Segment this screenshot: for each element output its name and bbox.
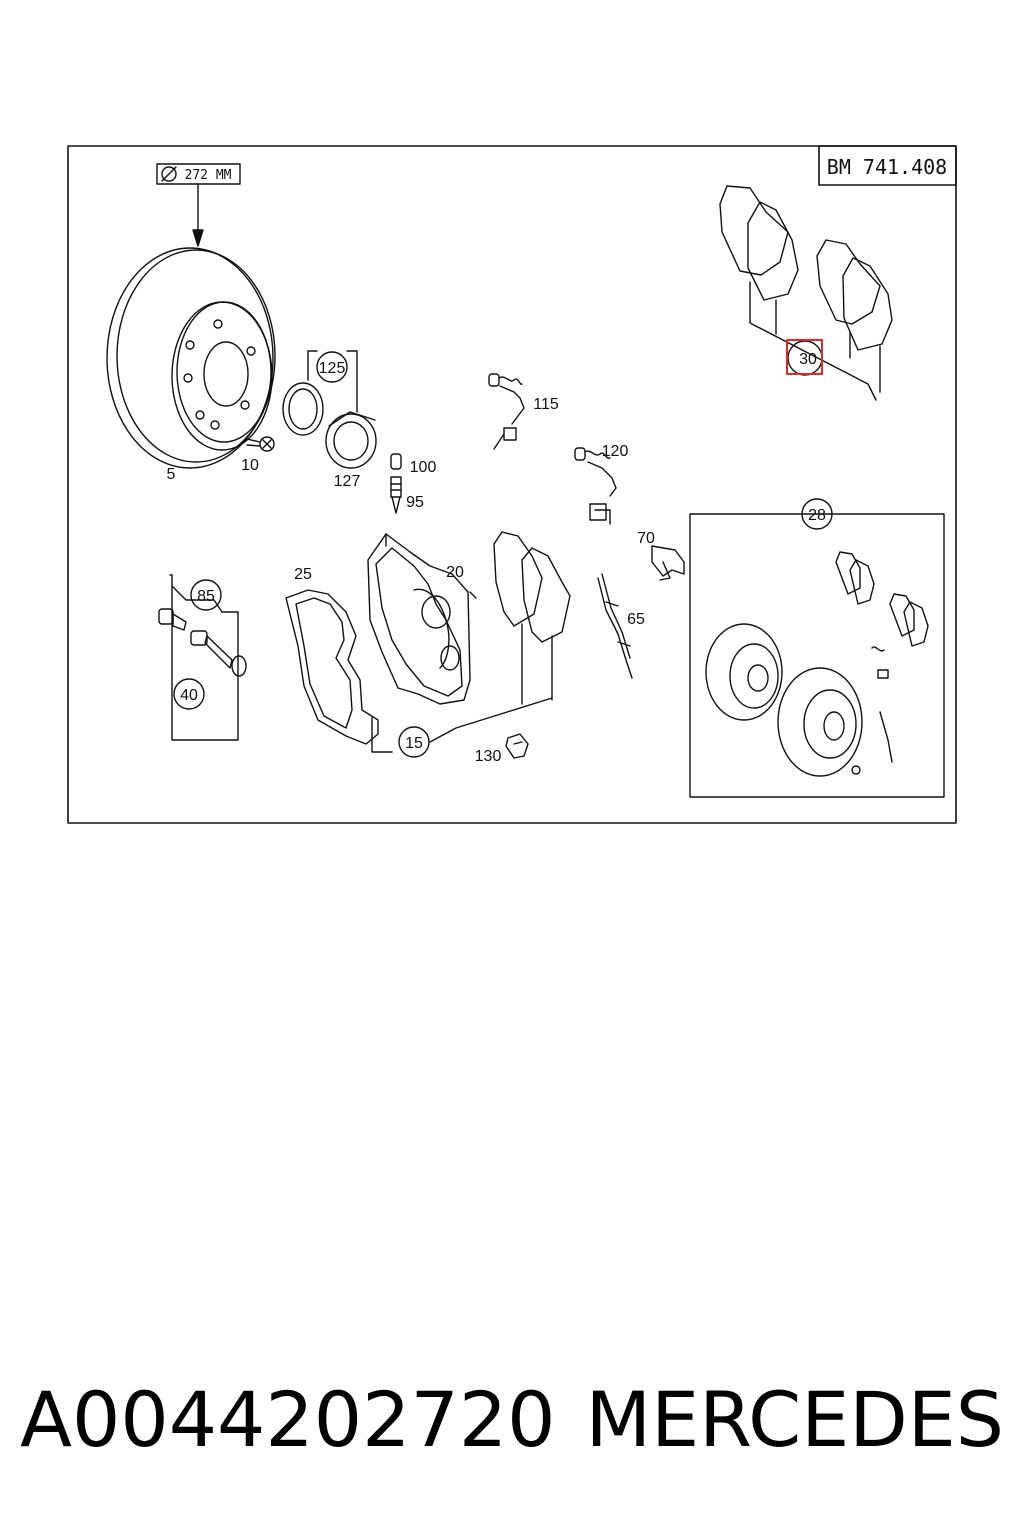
label-bracket: 25 [294,566,312,583]
bleeder-screw [390,476,402,514]
inset-kit-28 [689,513,945,798]
caliper-bracket-25 [285,589,379,745]
label-disc: 5 [167,466,176,483]
label-pads-30: 30 [799,351,817,368]
piston [325,411,377,469]
label-sensor-120: 120 [602,443,629,460]
brake-caliper-20 [367,533,477,705]
brake-pads-set-30 [719,185,893,401]
guide-bolt-kit [158,574,247,741]
label-caliper: 20 [446,564,464,581]
disc-diameter-text: 272 MM [185,168,232,183]
leader-125 [307,350,358,413]
brand-name: MERCEDES [585,1375,1004,1464]
callout-85-circle [190,579,222,611]
wear-sensor-120 [574,447,617,525]
callout-28-circle [801,498,833,530]
label-clip: 70 [637,530,655,547]
label-spring: 65 [627,611,645,628]
label-piston: 127 [334,473,361,490]
label-guide: 40 [180,687,198,704]
drawing-number: BM 741.408 [827,155,947,179]
brake-pads-middle [493,531,571,643]
leader-15 [371,623,553,753]
screw-10 [246,436,275,452]
brake-disc [106,247,276,469]
dust-seal [282,382,324,436]
label-screw: 10 [241,457,259,474]
wear-sensor-115 [488,373,525,450]
guide-clip-70 [651,545,685,581]
part-number: A0044202720 [20,1375,556,1464]
anti-rattle-spring-65 [597,573,633,679]
label-caliper-assy: 15 [405,735,423,752]
label-kit: 28 [808,507,826,524]
label-cap: 100 [410,459,437,476]
caption-bar: A0044202720 MERCEDES [20,1370,1004,1470]
highlight-box [786,339,823,375]
callout-15-circle [398,726,430,758]
bolt-130 [505,733,529,759]
label-dust-seal: 125 [319,360,346,377]
label-bleeder: 95 [406,494,424,511]
bleeder-cap [390,453,402,470]
diagram-frame [67,145,957,824]
label-bolt: 130 [475,748,502,765]
callout-40-circle [173,678,205,710]
callout-125-circle [316,351,348,383]
label-sensor-115: 115 [533,396,559,413]
parts-diagram: BM 741.408 272 MM 5 10 125 127 100 95 11… [67,145,957,824]
drawing-number-box [818,145,957,186]
label-guide-kit: 85 [197,588,215,605]
disc-diameter-callout [156,163,241,247]
